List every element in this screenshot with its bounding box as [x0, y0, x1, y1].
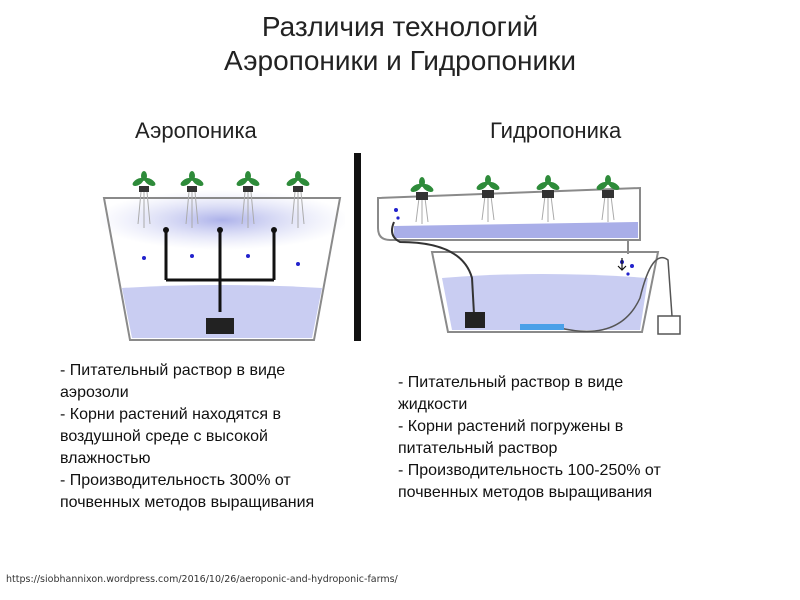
title-line-2: Аэропоники и Гидропоники	[223, 45, 577, 76]
channel-solution	[394, 222, 638, 238]
aero-desc-line: аэрозоли	[60, 384, 129, 401]
pump	[206, 318, 234, 334]
reservoir-tank	[430, 251, 660, 333]
hydroponics-plants	[410, 175, 620, 224]
hydro-desc-line: питательный раствор	[398, 440, 558, 457]
hydro-desc-line: почвенных методов выращивания	[398, 484, 653, 501]
hydroponics-diagram	[377, 175, 681, 335]
hydro-pump	[465, 312, 485, 328]
aeroponics-diagram	[100, 171, 345, 341]
drip-droplets	[394, 208, 634, 276]
aero-desc-line: воздушной среде с высокой	[60, 428, 268, 445]
aero-desc-line: почвенных методов выращивания	[60, 494, 315, 511]
supply-tube	[391, 221, 475, 315]
hydroponics-heading: Гидропоника	[490, 118, 622, 143]
reservoir-solution	[442, 274, 648, 330]
aeroponics-description: - Питательный раствор в виде аэрозоли - …	[60, 360, 314, 514]
source-link[interactable]: https://siobhannixon.wordpress.com/2016/…	[6, 574, 398, 585]
aeroponics-solution	[122, 285, 322, 338]
aero-desc-line: - Корни растений находятся в	[60, 406, 281, 423]
aeroponics-tank	[102, 197, 342, 341]
mist-droplets	[142, 254, 300, 266]
air-stone	[520, 324, 564, 330]
slide-title: Различия технологий Аэропоники и Гидропо…	[0, 10, 800, 78]
column-divider	[354, 153, 361, 341]
aero-desc-line: - Питательный раствор в виде	[60, 362, 286, 379]
air-pump	[657, 315, 681, 335]
sprayer-pipes	[164, 232, 276, 312]
hydro-desc-line: жидкости	[398, 396, 468, 413]
aeroponics-heading: Аэропоника	[135, 118, 257, 143]
hydro-desc-line: - Корни растений погружены в	[398, 418, 624, 435]
aerosol-mist	[100, 190, 345, 250]
return-tube	[559, 257, 673, 333]
title-line-1: Различия технологий	[261, 11, 539, 42]
nutrient-channel	[377, 186, 641, 241]
aero-desc-line: влажностью	[60, 450, 151, 467]
hydro-desc-line: - Производительность 100-250% от	[398, 462, 661, 479]
hydroponics-description: - Питательный раствор в виде жидкости - …	[398, 372, 661, 504]
hydro-desc-line: - Питательный раствор в виде	[398, 374, 624, 391]
aeroponics-plants	[132, 171, 310, 228]
aero-desc-line: - Производительность 300% от	[60, 472, 291, 489]
